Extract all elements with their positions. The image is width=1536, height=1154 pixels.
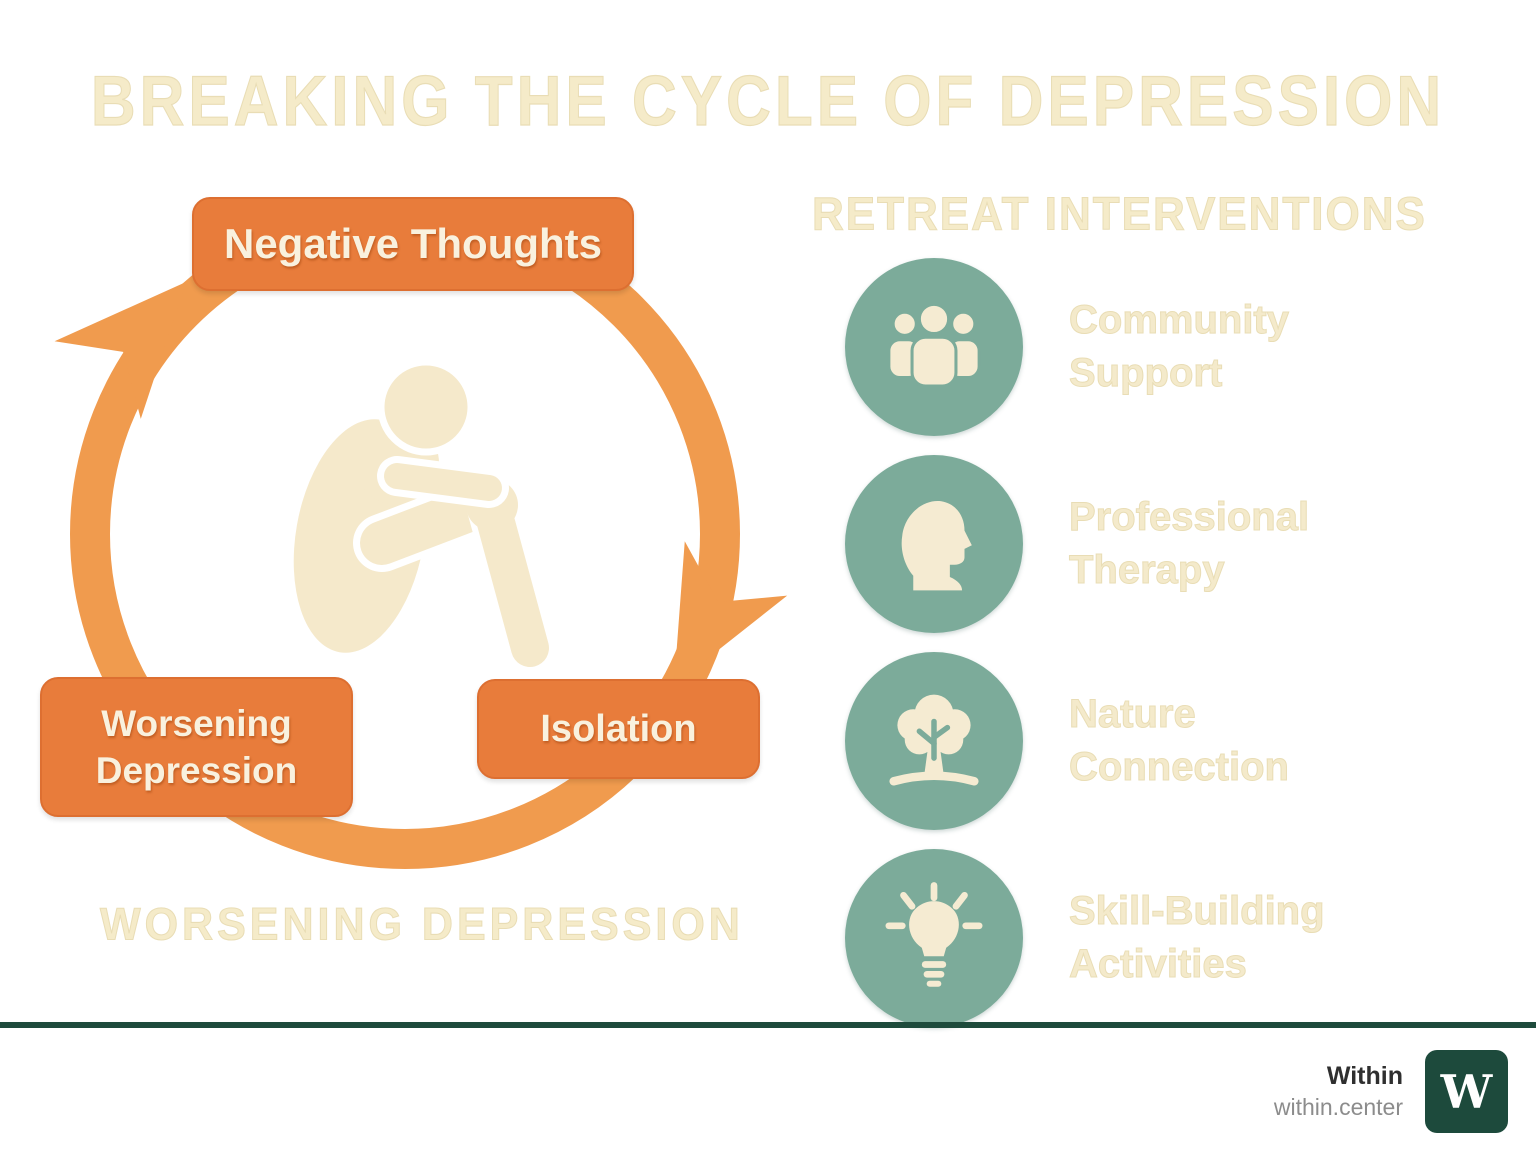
brand-url: within.center: [1273, 1093, 1403, 1120]
footer-divider: [0, 1022, 1536, 1028]
head-profile-icon: [845, 455, 1023, 633]
head-profile-icon: [901, 501, 972, 591]
intervention-label: Professional Therapy: [1069, 495, 1310, 593]
footer: Within within.center W: [1274, 1050, 1508, 1133]
lightbulb-icon: [885, 882, 983, 987]
intervention-label: Skill-Building Activities: [1069, 889, 1326, 987]
lightbulb-icon: [845, 849, 1023, 1027]
brand-logo-letter: W: [1440, 1064, 1493, 1119]
intervention-item-professional-therapy: Professional Therapy: [845, 455, 1399, 633]
cycle-arrowhead-right: [674, 541, 788, 685]
footer-text: Within within.center: [1274, 1060, 1403, 1122]
cycle-node-label: Worsening Depression: [95, 702, 298, 791]
interventions-list: Community Support Professional Therapy: [845, 258, 1399, 1027]
intervention-item-community-support: Community Support: [845, 258, 1399, 436]
intervention-item-nature-connection: Nature Connection: [845, 652, 1399, 830]
intervention-label: Nature Connection: [1069, 692, 1290, 790]
tree-icon: [889, 694, 979, 786]
tree-icon: [845, 652, 1023, 830]
people-icon: [887, 302, 981, 388]
cycle-node-isolation: Isolation: [477, 679, 760, 779]
cycle-node-worsening-depression: Worsening Depression: [40, 677, 353, 817]
people-icon: [845, 258, 1023, 436]
page-title: BREAKING THE CYCLE OF DEPRESSION: [90, 62, 1446, 142]
brand-name: Within: [1326, 1062, 1403, 1091]
hunched-person-icon: [293, 358, 555, 673]
cycle-arrowhead-top: [54, 282, 186, 419]
intervention-label: Community Support: [1069, 298, 1290, 396]
cycle-node-label: Isolation: [540, 707, 697, 750]
intervention-item-skill-building: Skill-Building Activities: [845, 849, 1399, 1027]
cycle-node-label: Negative Thoughts: [223, 220, 603, 267]
cycle-caption: WORSENING DEPRESSION: [100, 899, 744, 951]
cycle-node-negative-thoughts: Negative Thoughts: [192, 197, 634, 291]
brand-logo: W: [1425, 1050, 1508, 1133]
interventions-header: RETREAT INTERVENTIONS: [812, 188, 1427, 241]
